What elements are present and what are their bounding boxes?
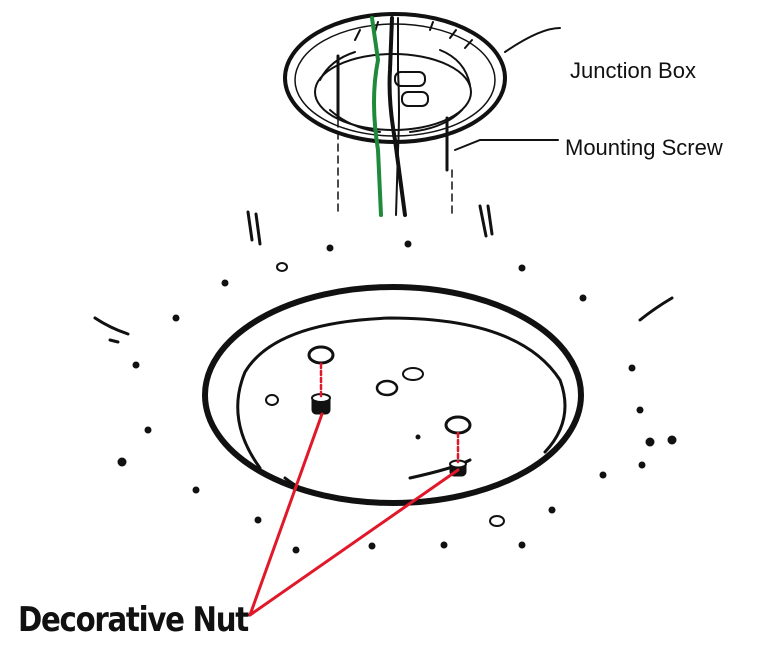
fixture-canopy — [202, 284, 584, 506]
junction-box — [283, 12, 561, 216]
left-mounting-hole — [307, 345, 335, 365]
white-wire — [395, 17, 400, 216]
ground-wire — [370, 16, 383, 217]
junction-box-label: Junction Box — [570, 58, 696, 83]
black-wire — [387, 16, 407, 217]
mounting-screw-label: Mounting Screw — [565, 135, 723, 160]
pointer-left-nut — [248, 412, 324, 617]
center-wire-hole — [375, 379, 399, 397]
glass-pattern-marks — [93, 204, 677, 554]
right-mounting-hole — [444, 415, 472, 435]
decorative-nut-label: Decorative Nut — [18, 600, 249, 640]
supply-wires — [370, 16, 407, 217]
canopy-outer-rim — [202, 284, 584, 506]
decorative-nut-pointers — [248, 362, 460, 617]
pointer-right-nut — [248, 468, 460, 617]
canopy-inner-rim — [236, 316, 567, 470]
